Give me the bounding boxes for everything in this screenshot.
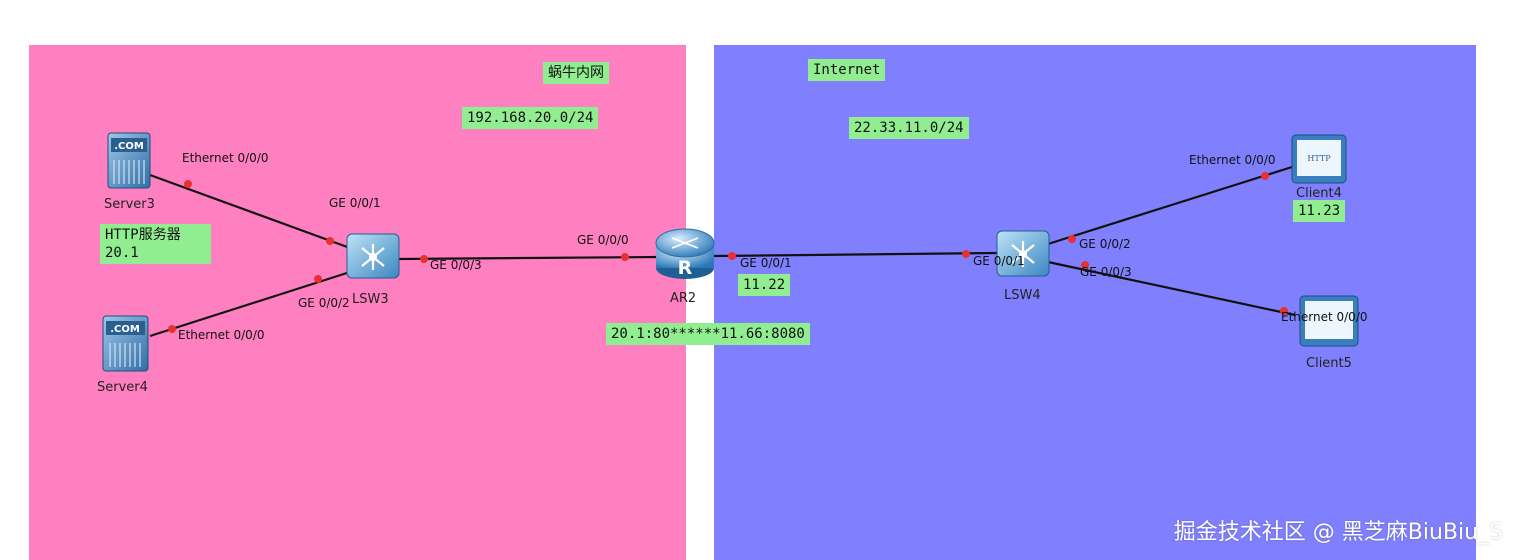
port-dot — [621, 253, 629, 261]
link-lsw4-client4 — [1047, 165, 1293, 246]
server3-port-label: Ethernet 0/0/0 — [182, 151, 269, 165]
server-badge-text: .COM — [114, 141, 144, 152]
port-dot — [1068, 235, 1076, 243]
lsw3-switch-icon[interactable] — [346, 233, 400, 279]
port-dot — [420, 255, 428, 263]
client4-ip-tag: 11.23 — [1293, 200, 1346, 222]
lsw3-g3-label: GE 0/0/3 — [430, 258, 482, 272]
http-server-tag: HTTP服务器 20.1 — [100, 224, 211, 264]
client5-port-label: Ethernet 0/0/0 — [1281, 310, 1368, 324]
port-dot — [1081, 261, 1089, 269]
link-lsw4-client5 — [1047, 260, 1296, 317]
ar2-router-icon[interactable]: R — [655, 228, 715, 279]
client4-label: Client4 — [1296, 186, 1342, 201]
client4-badge-text: HTTP — [1307, 154, 1331, 163]
client4-icon[interactable]: HTTP — [1291, 134, 1347, 184]
server4-port-label: Ethernet 0/0/0 — [178, 328, 265, 342]
link-lsw3-ar2 — [397, 255, 661, 261]
link-server3-lsw3 — [149, 173, 351, 250]
server3-label: Server3 — [104, 197, 155, 212]
server4-label: Server4 — [97, 380, 148, 395]
client5-icon[interactable] — [1299, 295, 1359, 347]
intranet-subnet-tag: 192.168.20.0/24 — [462, 107, 599, 129]
port-dot — [1280, 307, 1288, 315]
port-dot — [314, 275, 322, 283]
ar2-g1-label: GE 0/0/1 — [740, 256, 792, 270]
server4-icon[interactable]: .COM — [102, 315, 149, 372]
ar2-outside-ip-tag: 11.22 — [738, 274, 791, 296]
internet-subnet-tag: 22.33.11.0/24 — [849, 117, 969, 139]
link-ar2-lsw4 — [711, 251, 999, 258]
lsw3-g1-label: GE 0/0/1 — [329, 196, 381, 210]
lsw4-switch-icon[interactable] — [996, 230, 1050, 277]
server3-icon[interactable]: .COM — [107, 132, 151, 189]
port-dot — [326, 237, 334, 245]
port-dot — [728, 252, 736, 260]
port-dot — [184, 180, 192, 188]
lsw4-g2-label: GE 0/0/2 — [1079, 237, 1131, 251]
router-badge-text: R — [678, 257, 693, 279]
client4-port-label: Ethernet 0/0/0 — [1189, 153, 1276, 167]
ar2-label: AR2 — [670, 291, 697, 306]
lsw3-label: LSW3 — [352, 292, 389, 307]
port-dot — [962, 250, 970, 258]
port-dot — [1261, 172, 1269, 180]
ar2-g0-label: GE 0/0/0 — [577, 233, 629, 247]
internet-name-tag: Internet — [808, 59, 886, 81]
lsw4-g3-label: GE 0/0/3 — [1080, 265, 1132, 279]
nat-mapping-tag: 20.1:80******11.66:8080 — [606, 323, 810, 345]
watermark: 掘金技术社区 @ 黑芝麻BiuBiu_S — [1173, 520, 1503, 545]
port-dot — [168, 325, 176, 333]
lsw4-label: LSW4 — [1004, 288, 1041, 303]
intranet-zone — [29, 45, 686, 560]
lsw3-g2-label: GE 0/0/2 — [298, 296, 350, 310]
intranet-name-tag: 蜗牛内网 — [543, 62, 609, 84]
lsw4-g1-label: GE 0/0/1 — [973, 254, 1025, 268]
client5-label: Client5 — [1306, 356, 1352, 371]
server-badge-text: .COM — [110, 324, 140, 335]
